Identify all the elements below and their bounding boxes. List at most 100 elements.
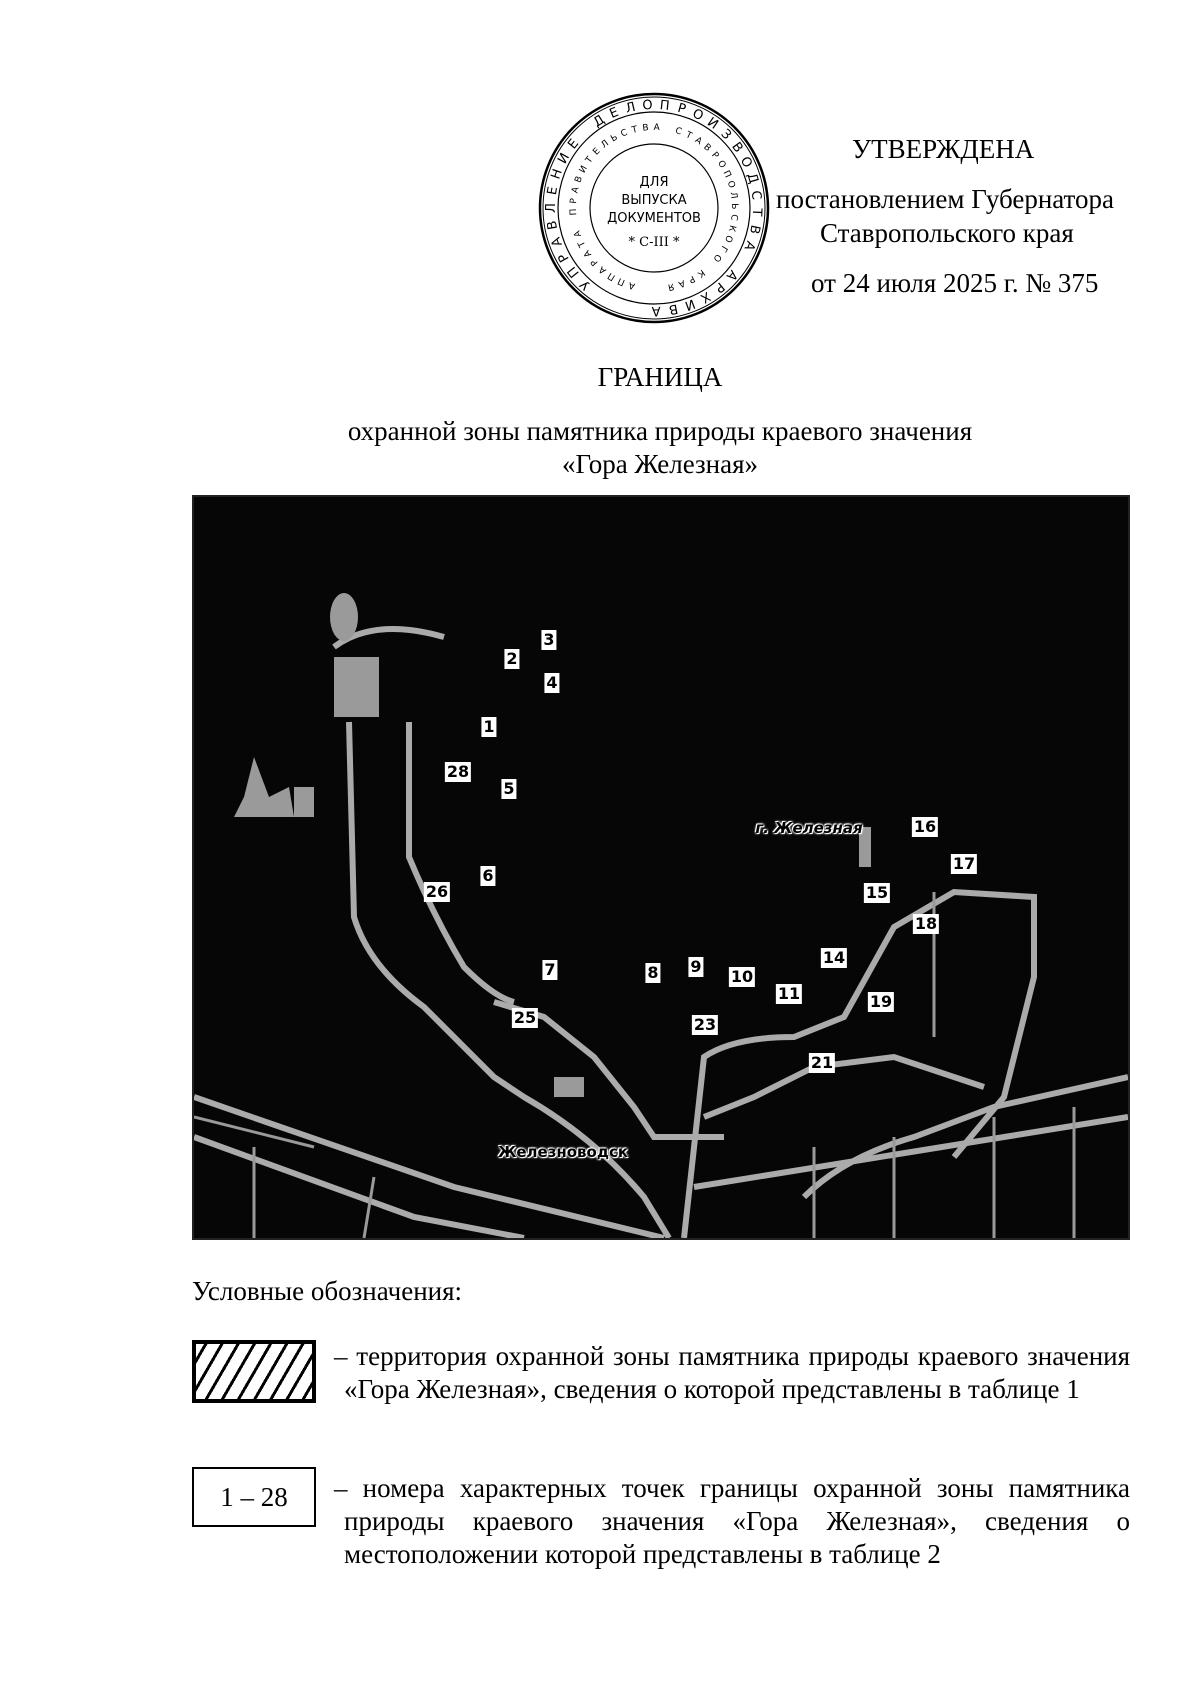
stamp-inner-glyph: Р	[686, 273, 696, 285]
stamp-outer-glyph: А	[723, 267, 740, 284]
stamp-inner-glyph: Т	[683, 130, 694, 142]
stamp-inner-glyph: Т	[630, 125, 639, 136]
stamp-inner-glyph: К	[726, 224, 737, 233]
stamp-inner-glyph: С	[728, 214, 739, 221]
stamp-inner-glyph: О	[711, 252, 723, 264]
stamp-inner-glyph: К	[695, 267, 707, 279]
stamp-outer-glyph: В	[667, 300, 679, 316]
stamp-inner-glyph: И	[578, 164, 590, 175]
boundary-point-label: 15	[863, 883, 891, 903]
legend-points-symbol: 1 – 28	[192, 1467, 316, 1527]
stamp-inner-glyph: А	[693, 135, 704, 147]
stamp-inner-glyph: В	[573, 175, 585, 184]
boundary-point-label: 14	[820, 948, 848, 968]
stamp-outer-glyph: З	[718, 127, 734, 144]
stamp-outer-glyph: И	[704, 115, 721, 133]
boundary-point-label: 9	[688, 957, 704, 977]
stamp-inner-glyph: А	[597, 263, 609, 275]
boundary-point-label: 1	[481, 717, 497, 737]
stamp-inner-glyph: О	[722, 233, 734, 243]
stamp-inner-glyph: Р	[709, 150, 720, 161]
boundary-point-label: 6	[480, 866, 496, 886]
stamp-inner-glyph: Ь	[609, 133, 619, 145]
boundary-point-label: 21	[808, 1053, 836, 1073]
stamp-inner-glyph: Т	[584, 155, 596, 167]
stamp-inner-glyph: Л	[728, 191, 739, 199]
boundary-map: г. Железная Железноводск 1 2 3 4 5 6 7 8…	[192, 495, 1130, 1240]
stamp-inner-glyph: П	[616, 275, 626, 287]
boundary-point-label: 11	[775, 984, 803, 1004]
stamp-outer-glyph: И	[555, 151, 573, 167]
stamp-outer-glyph: Р	[676, 101, 688, 118]
stamp-inner-glyph: Ь	[729, 203, 739, 209]
stamp-outer-glyph: Е	[608, 105, 621, 122]
page-subtitle-2: «Гора Железная»	[561, 449, 759, 479]
boundary-point-label: 18	[912, 914, 940, 934]
boundary-point-label: 4	[544, 673, 560, 693]
stamp-inner-glyph: А	[653, 123, 660, 133]
stamp-outer-glyph: А	[549, 235, 566, 248]
boundary-point-label: 17	[950, 854, 978, 874]
boundary-point-label: 5	[501, 779, 517, 799]
stamp-outer-glyph: Д	[744, 171, 761, 185]
boundary-point-label: 25	[511, 1008, 539, 1028]
stamp-inner-glyph: П	[606, 270, 617, 282]
legend-dash: –	[334, 1473, 348, 1503]
map-label-mountain: г. Железная	[755, 819, 863, 837]
stamp-outer-glyph: О	[642, 98, 653, 114]
stamp-outer-glyph: Д	[591, 112, 608, 130]
stamp-inner-glyph: О	[715, 159, 727, 170]
stamp-center-2: ВЫПУСКА	[621, 193, 686, 208]
legend-points-range: 1 – 28	[220, 1481, 288, 1512]
legend-heading: Условные обозначения:	[192, 1276, 463, 1306]
boundary-point-label: 19	[867, 992, 895, 1012]
stamp-outer-glyph: И	[683, 295, 697, 312]
stamp-outer-glyph: Х	[698, 288, 713, 305]
stamp-inner-glyph: А	[627, 279, 636, 291]
stamp-inner-glyph: А	[676, 277, 686, 289]
page-subtitle-1: охранной зоны памятника природы краевого…	[347, 416, 973, 446]
approval-heading: УТВЕРЖДЕНА	[852, 134, 1035, 164]
stamp-inner-glyph: О	[725, 180, 737, 190]
stamp-outer-glyph: О	[737, 155, 755, 171]
stamp-outer-glyph: А	[741, 239, 758, 253]
boundary-point-label: 8	[645, 963, 661, 983]
stamp-outer-glyph: Р	[556, 250, 573, 264]
stamp-inner-glyph: Г	[717, 244, 728, 254]
legend-item-points: – номера характерных точек границы охран…	[334, 1472, 1130, 1571]
page-title: ГРАНИЦА	[597, 362, 723, 392]
legend-item-zone-text: территория охранной зоны памятника приро…	[344, 1341, 1131, 1404]
approval-line-region: Ставропольского края	[820, 218, 1074, 248]
stamp-inner-glyph: Е	[591, 146, 602, 157]
boundary-point-label: 10	[728, 967, 756, 987]
stamp-inner-glyph: А	[572, 228, 584, 238]
boundary-point-label: 7	[542, 960, 558, 980]
stamp-outer-glyph: Е	[565, 136, 582, 152]
legend-item-zone: – территория охранной зоны памятника при…	[334, 1340, 1131, 1406]
map-label-town: Железноводск	[497, 1143, 629, 1161]
boundary-point-label: 23	[691, 1015, 719, 1035]
stamp-outer-glyph: С	[748, 190, 764, 201]
stamp-outer-glyph: Н	[549, 167, 566, 181]
stamp-outer-glyph: Л	[544, 203, 559, 213]
boundary-point-label: 16	[911, 817, 939, 837]
legend-item-points-text: номера характерных точек границы охранно…	[344, 1473, 1130, 1569]
boundary-point-label: 2	[504, 649, 520, 669]
stamp-inner-glyph: А	[582, 247, 594, 258]
stamp-center-1: ДЛЯ	[640, 175, 669, 190]
stamp-inner-glyph: П	[569, 208, 579, 215]
boundary-point-label: 28	[444, 762, 472, 782]
stamp-inner-glyph: Т	[577, 239, 589, 250]
map-background	[194, 593, 1128, 1238]
stamp-outer-glyph: Р	[711, 279, 727, 296]
stamp-center-3: ДОКУМЕНТОВ	[607, 211, 701, 226]
boundary-point-label: 26	[423, 882, 451, 902]
stamp-inner-glyph: Р	[589, 256, 600, 267]
approval-line-decree: постановлением Губернатора	[776, 184, 1114, 214]
stamp-outer-glyph: Е	[545, 186, 561, 197]
stamp-outer-glyph: О	[690, 106, 706, 124]
approval-line-date: от 24 июля 2025 г. № 375	[811, 268, 1099, 298]
stamp-inner-glyph: Л	[599, 139, 610, 151]
stamp-inner-glyph: Р	[569, 197, 579, 204]
